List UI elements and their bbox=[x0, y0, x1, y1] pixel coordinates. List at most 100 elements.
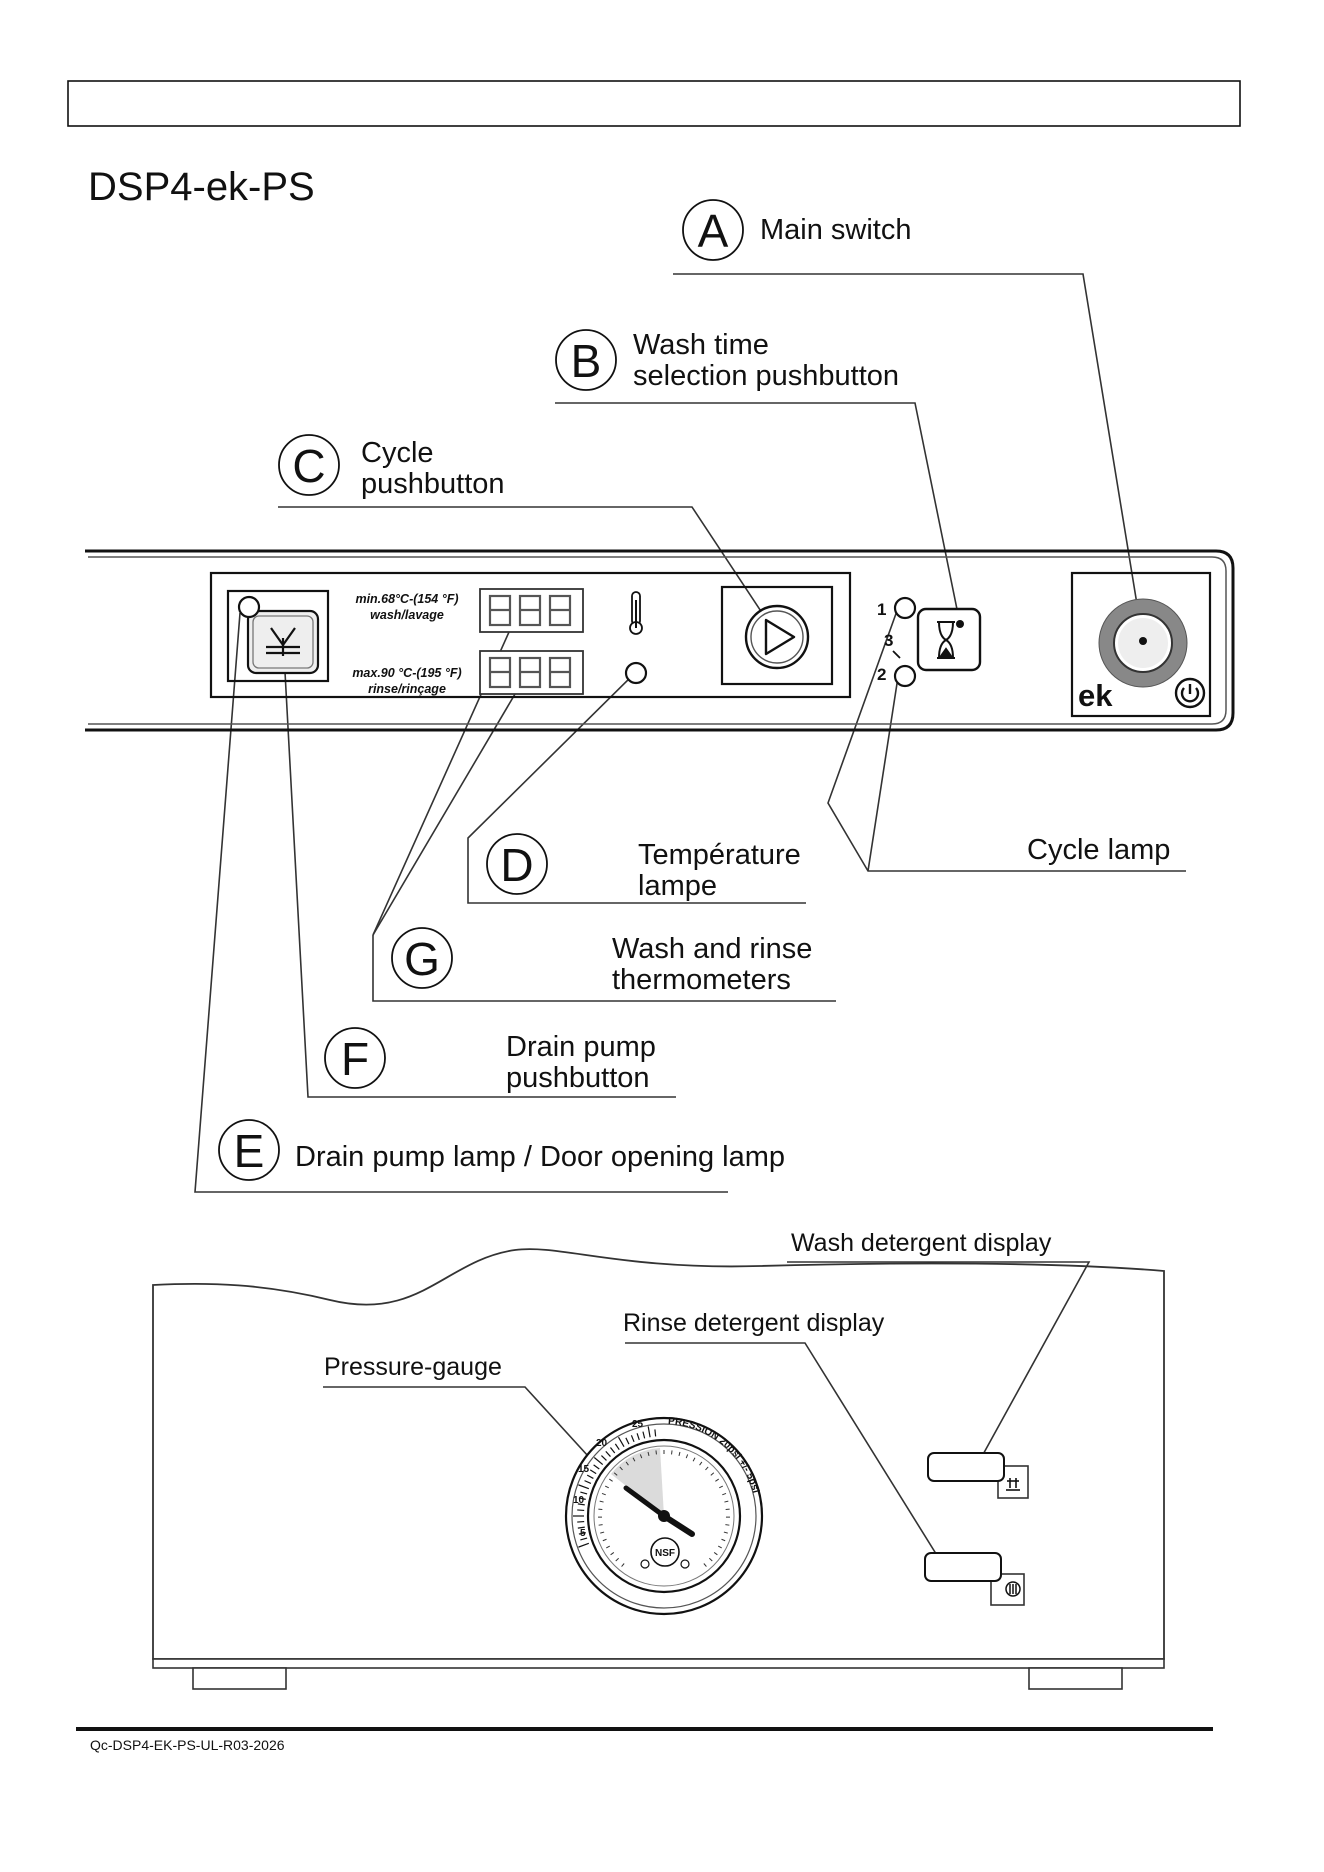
gauge-needle bbox=[623, 1485, 667, 1519]
callout-a-letter: A bbox=[698, 205, 729, 257]
gauge-inner-tick bbox=[610, 1552, 615, 1556]
gauge-inner-tick bbox=[613, 1472, 618, 1476]
cycle-lamp-label: Cycle lamp bbox=[1027, 834, 1170, 866]
gauge-inner-tick bbox=[725, 1524, 730, 1526]
gauge-outer-tick bbox=[647, 1426, 651, 1438]
callout-g-label-1: Wash and rinse bbox=[612, 933, 812, 965]
callout-g-letter: G bbox=[404, 933, 440, 985]
gauge-inner-tick bbox=[599, 1500, 604, 1503]
page-title: DSP4-ek-PS bbox=[88, 165, 315, 209]
gauge-inner-tick bbox=[715, 1478, 719, 1482]
rinse-detergent-label: Rinse detergent display bbox=[623, 1309, 885, 1337]
callout-cycle-lamp: Cycle lamp bbox=[827, 607, 1186, 872]
callout-a-label: Main switch bbox=[760, 214, 912, 246]
gauge-outer-tick bbox=[589, 1469, 597, 1475]
rinse-name-text: rinse/rinçage bbox=[368, 682, 446, 696]
gauge-inner-tick bbox=[692, 1457, 696, 1462]
callout-b-letter: B bbox=[571, 335, 602, 387]
gauge-outer-label-10: 10 bbox=[573, 1495, 585, 1506]
callout-c: C Cycle pushbutton bbox=[278, 434, 783, 644]
gauge-inner-tick bbox=[717, 1545, 722, 1549]
gauge-inner-tick bbox=[719, 1485, 724, 1489]
gauge-outer-tick bbox=[614, 1443, 620, 1451]
gauge-outer-tick bbox=[586, 1474, 594, 1479]
callout-d: D Température lampe bbox=[467, 671, 806, 904]
gauge-outer-label-25: 25 bbox=[632, 1419, 644, 1430]
right-foot bbox=[1028, 1667, 1123, 1690]
gauge-outer-tick bbox=[580, 1537, 588, 1541]
drain-pump-lamp bbox=[237, 595, 261, 619]
callout-b-label-2: selection pushbutton bbox=[633, 360, 899, 392]
gauge-outer-tick bbox=[654, 1429, 657, 1437]
wash-name-text: wash/lavage bbox=[370, 608, 444, 622]
rinse-temp-text: max.90 °C-(195 °F) bbox=[352, 666, 461, 680]
callout-f-letter: F bbox=[341, 1033, 369, 1085]
main-switch[interactable] bbox=[1098, 598, 1188, 688]
callout-f: F Drain pump pushbutton bbox=[284, 671, 676, 1098]
cycle-pushbutton-housing bbox=[720, 585, 834, 686]
footer-code: Qc-DSP4-EK-PS-UL-R03-2026 bbox=[90, 1737, 285, 1753]
wash-time-pushbutton[interactable] bbox=[916, 607, 982, 672]
gauge-inner-tick bbox=[713, 1552, 718, 1556]
lamp-number-2: 2 bbox=[877, 665, 886, 684]
gauge-inner-tick bbox=[606, 1545, 611, 1549]
main-switch-housing bbox=[1070, 571, 1212, 718]
gauge-outer-tick bbox=[601, 1455, 607, 1461]
control-panel: min.68°C-(154 °F) wash/lavage max.90 °C-… bbox=[85, 549, 1235, 732]
gauge-inner-tick bbox=[639, 1454, 643, 1459]
gauge-outer-tick bbox=[617, 1436, 625, 1448]
drain-pump-housing bbox=[226, 589, 330, 683]
gauge-inner-tick bbox=[705, 1466, 709, 1471]
gauge-outer-label-20: 20 bbox=[596, 1438, 608, 1449]
gauge-inner-tick bbox=[619, 1466, 623, 1471]
gauge-inner-tick bbox=[721, 1538, 726, 1542]
gauge-inner-tick bbox=[703, 1563, 707, 1567]
callout-c-label-2: pushbutton bbox=[361, 468, 505, 500]
wash-temp-text: min.68°C-(154 °F) bbox=[355, 592, 458, 606]
gauge-inner-tick bbox=[601, 1492, 606, 1496]
power-icon bbox=[1174, 677, 1206, 709]
temperature-lamp bbox=[624, 661, 648, 685]
hourglass-icon bbox=[937, 621, 955, 659]
gauge-outer-tick bbox=[577, 1503, 585, 1506]
rinse-thermometer-display bbox=[479, 650, 584, 695]
callout-e-label: Drain pump lamp / Door opening lamp bbox=[295, 1141, 785, 1173]
lamp-number-1: 1 bbox=[877, 600, 886, 619]
left-foot bbox=[192, 1667, 287, 1690]
callout-f-label-1: Drain pump bbox=[506, 1031, 656, 1063]
pressure-gauge-label: Pressure-gauge bbox=[324, 1353, 502, 1381]
gauge-inner-tick bbox=[723, 1531, 728, 1534]
callout-a: A Main switch bbox=[673, 199, 1144, 642]
drain-pump-icon bbox=[266, 627, 300, 656]
gauge-inner-tick bbox=[678, 1451, 681, 1456]
gauge-outer-tick bbox=[630, 1435, 635, 1443]
cycle-lamp-1 bbox=[893, 596, 917, 620]
gauge-inner-tick bbox=[615, 1557, 619, 1562]
wash-detergent-display bbox=[927, 1452, 1029, 1499]
callout-d-label-2: lampe bbox=[638, 870, 717, 902]
rinse-detergent-callout: Rinse detergent display bbox=[623, 1309, 944, 1566]
gauge-inner-tick bbox=[709, 1557, 713, 1562]
gauge-inner-tick bbox=[621, 1563, 625, 1567]
callout-b-label-1: Wash time bbox=[633, 329, 769, 361]
thermometer-icon bbox=[629, 591, 643, 635]
cycle-pushbutton[interactable] bbox=[744, 604, 810, 670]
callout-d-label-1: Température bbox=[638, 839, 801, 871]
gauge-inner-tick bbox=[685, 1454, 689, 1459]
gauge-outer-label-15: 15 bbox=[578, 1464, 590, 1475]
gauge-outer-tick bbox=[578, 1484, 590, 1490]
gauge-outer-tick bbox=[580, 1491, 588, 1495]
callout-c-label-1: Cycle bbox=[361, 437, 434, 469]
gauge-outer-tick bbox=[578, 1542, 590, 1548]
gauge-outer-tick bbox=[636, 1433, 640, 1441]
gauge-outer-tick bbox=[625, 1437, 630, 1445]
gauge-outer-tick bbox=[578, 1497, 586, 1500]
callout-c-letter: C bbox=[292, 440, 325, 492]
brand-logo: ek bbox=[1078, 678, 1113, 713]
gauge-outer-tick bbox=[609, 1447, 616, 1454]
play-icon bbox=[764, 618, 796, 656]
header-box bbox=[67, 80, 1241, 127]
callout-e-letter: E bbox=[234, 1125, 265, 1177]
callout-e: E Drain pump lamp / Door opening lamp bbox=[194, 612, 785, 1193]
